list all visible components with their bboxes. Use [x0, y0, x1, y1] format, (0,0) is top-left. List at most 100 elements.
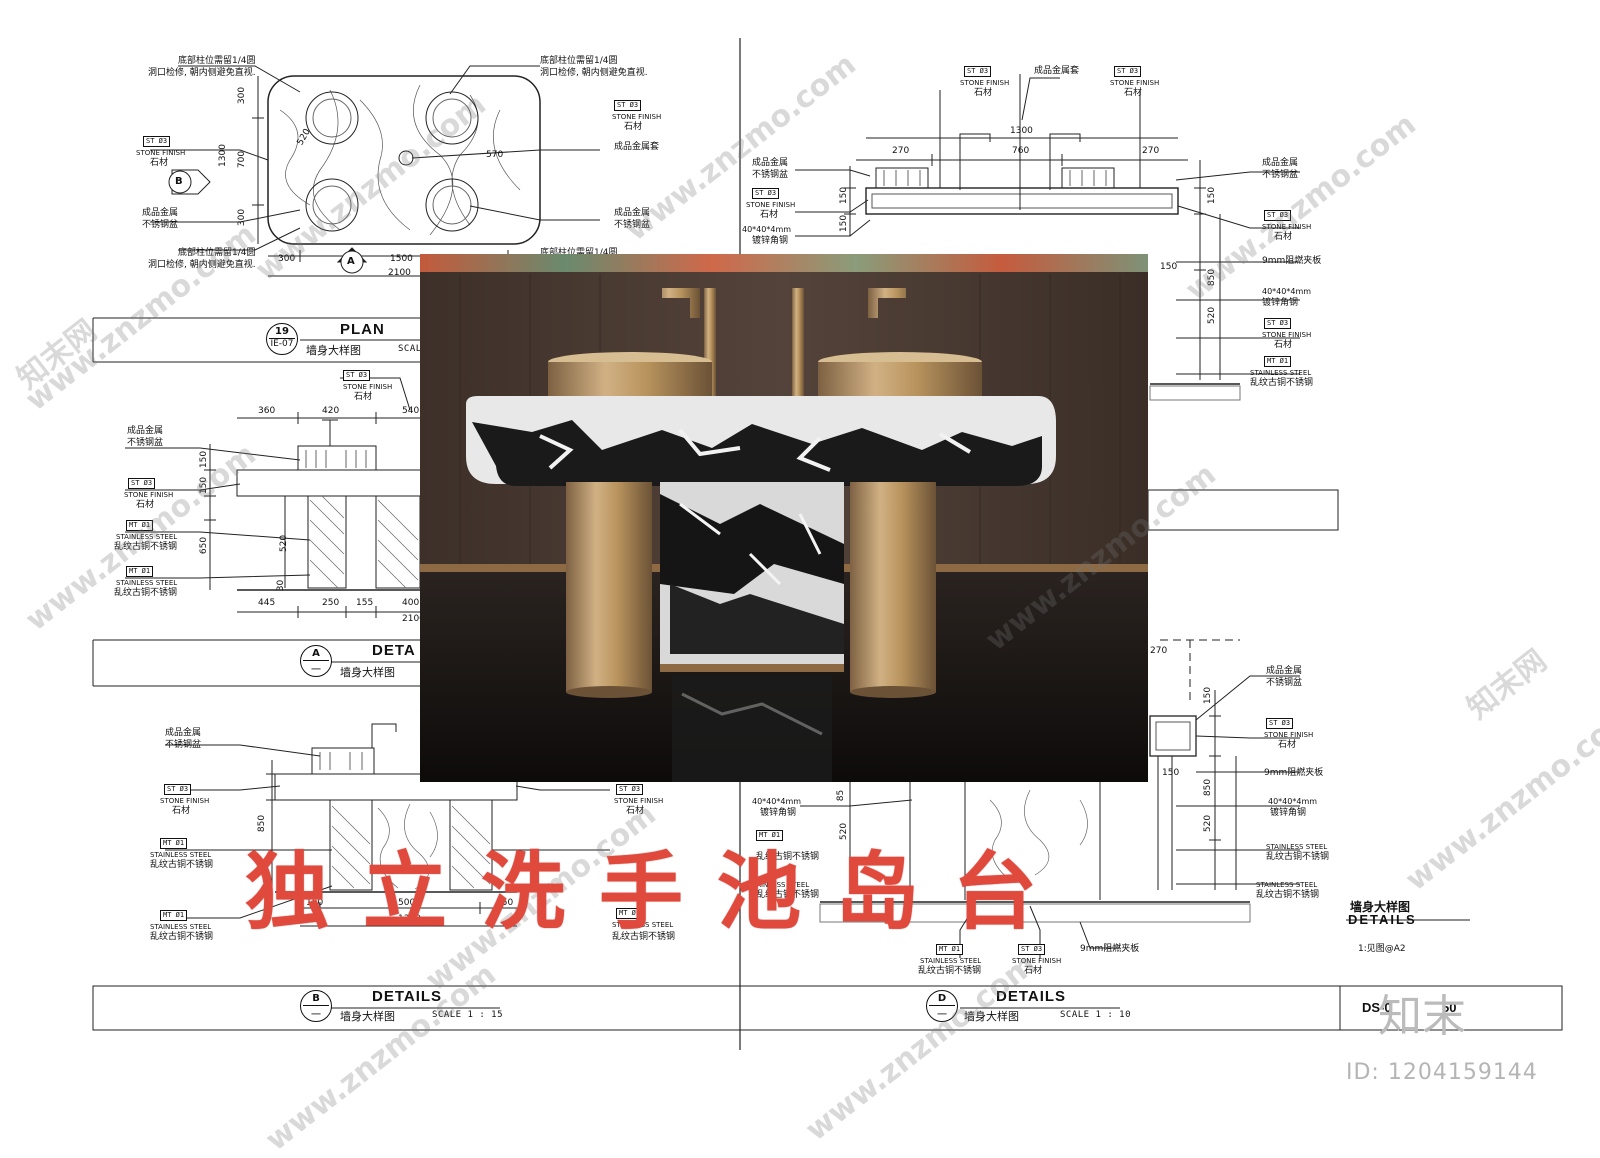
c-stone-cn-r2: 石材	[1274, 340, 1293, 350]
product-photo	[420, 254, 1148, 782]
c-dim-side-2: 150	[839, 214, 850, 233]
c-metal-fitting: 成品金属套	[1034, 66, 1080, 76]
a-dim-bottom-4: 400	[402, 598, 420, 608]
d-metal-code-l1: MT Ø1	[756, 830, 784, 841]
c-stone-cn-l: 石材	[760, 210, 779, 220]
a-steel-en-2: STAINLESS STEEL	[116, 579, 178, 587]
d-angle-steel-r2: 镀锌角钢	[1270, 808, 1307, 818]
d-steel-en-r2: STAINLESS STEEL	[1256, 881, 1318, 889]
c-dim-side-5: 520	[1207, 306, 1218, 325]
plan-dim-inner-2: 570	[486, 150, 504, 160]
b-steel-cn-2: 乱纹古铜不锈钢	[150, 932, 214, 942]
section-marker-b: B	[175, 176, 183, 187]
a-metal-code-2: MT Ø1	[126, 566, 154, 577]
d-steel-en-b: STAINLESS STEEL	[920, 957, 982, 965]
a-stone-code-top: ST Ø3	[343, 370, 371, 381]
a-dim-total: 2100	[402, 614, 425, 624]
a-dim-side-4: 520	[279, 534, 290, 553]
washbasin-render	[420, 254, 1148, 782]
plan-note-top-right-2: 洞口检修, 朝内侧避免直视.	[540, 68, 648, 78]
c-dim-top-1: 270	[892, 146, 910, 156]
b-steel-en-right: STAINLESS STEEL	[612, 921, 674, 929]
b-stone-en: STONE FINISH	[160, 797, 210, 805]
a-dim-bottom-3: 155	[356, 598, 374, 608]
c-stone-en-l: STONE FINISH	[746, 201, 796, 209]
plan-dim-h-total: 1300	[217, 144, 228, 167]
d-stone-cn-b: 石材	[1024, 966, 1043, 976]
plan-stone-code: ST Ø3	[143, 136, 171, 147]
c-stone-cn-1: 石材	[974, 88, 993, 98]
d-subtitle: 墙身大样图	[964, 1010, 1019, 1023]
c-metal-basin-l1: 成品金属	[752, 158, 789, 168]
a-ref: 一	[311, 665, 321, 676]
d-title: DETAILS	[996, 988, 1067, 1005]
section-marker-a: A	[347, 256, 355, 267]
d-angle-steel-l1: 40*40*4mm	[752, 797, 802, 806]
plan-scale: SCAL	[398, 344, 422, 354]
c-dim-side-1: 150	[839, 186, 850, 205]
plan-stone-en-right: STONE FINISH	[612, 113, 662, 121]
d-metal-code-b: MT Ø1	[936, 944, 964, 955]
c-stone-cn-r1: 石材	[1274, 232, 1293, 242]
b-stone-code-right: ST Ø3	[616, 784, 644, 795]
c-dim-side-3: 150	[1207, 186, 1218, 205]
b-steel-cn-right: 乱纹古铜不锈钢	[612, 932, 676, 942]
c-dim-small: 150	[1160, 262, 1178, 272]
plan-metal-basin-1: 成品金属	[142, 208, 179, 218]
b-metal-basin-1: 成品金属	[165, 728, 202, 738]
d-stone-code-b: ST Ø3	[1018, 944, 1046, 955]
d-steel-cn-l1: 乱纹古铜不锈钢	[756, 852, 820, 862]
plan-note-bottom-2: 洞口检修, 朝内侧避免直视.	[148, 260, 256, 270]
plan-stone-cn: 石材	[150, 158, 169, 168]
d-dim-side-4: 150	[1162, 768, 1180, 778]
d-metal-basin-1: 成品金属	[1266, 666, 1303, 676]
a-metal-basin-2: 不锈钢盆	[127, 438, 164, 448]
d-dim-top: 270	[1150, 646, 1168, 656]
d-angle-steel-r1: 40*40*4mm	[1268, 797, 1318, 806]
a-title: DETA	[372, 642, 416, 659]
a-stone-en-top: STONE FINISH	[343, 383, 393, 391]
d-metal-basin-2: 不锈钢盆	[1266, 678, 1303, 688]
d-steel-cn-r2: 乱纹古铜不锈钢	[1256, 890, 1320, 900]
c-stone-cn-2: 石材	[1124, 88, 1143, 98]
plan-stone-code-right: ST Ø3	[614, 100, 642, 111]
d-steel-en-r1: STAINLESS STEEL	[1266, 843, 1328, 851]
headline-title: 独立洗手池岛台	[245, 842, 1072, 941]
b-ref: 一	[311, 1010, 321, 1021]
plan-number: 19	[275, 326, 289, 337]
c-stone-code-r1: ST Ø3	[1264, 210, 1292, 221]
b-title-circle: B 一	[300, 990, 332, 1022]
plan-stone-en: STONE FINISH	[136, 149, 186, 157]
b-metal-basin-2: 不锈钢盆	[165, 740, 202, 750]
c-steel-cn-r: 乱纹古铜不锈钢	[1250, 378, 1314, 388]
c-metal-code-r: MT Ø1	[1264, 356, 1292, 367]
a-dim-top-2: 420	[322, 406, 340, 416]
a-title-circle: A 一	[300, 645, 332, 677]
c-angle-steel-l2: 镀锌角钢	[752, 236, 789, 246]
plan-ref: IE-07	[270, 339, 294, 349]
c-metal-basin-l2: 不锈钢盆	[752, 170, 789, 180]
d-stone-code: ST Ø3	[1266, 718, 1294, 729]
plan-note-top-right-1: 底部柱位需留1/4圆	[540, 56, 618, 66]
a-dim-bottom-2: 250	[322, 598, 340, 608]
plan-dim-h-1: 300	[237, 86, 248, 105]
d-dim-side-1: 150	[1203, 686, 1214, 705]
c-dim-top-3: 270	[1142, 146, 1160, 156]
d-dim-side-2: 850	[1203, 778, 1214, 797]
d-stone-cn: 石材	[1278, 740, 1297, 750]
b-stone-code: ST Ø3	[164, 784, 192, 795]
a-stone-cn-top: 石材	[354, 392, 373, 402]
b-stone-cn-right: 石材	[626, 806, 645, 816]
d-steel-cn-b: 乱纹古铜不锈钢	[918, 966, 982, 976]
a-steel-cn-2: 乱纹古铜不锈钢	[114, 588, 178, 598]
a-metal-basin-1: 成品金属	[127, 426, 164, 436]
d-steel-en-l2: STAINLESS STEEL	[748, 881, 810, 889]
plan-metal-basin-right-1: 成品金属	[614, 208, 651, 218]
c-stone-en-r1: STONE FINISH	[1262, 223, 1312, 231]
c-metal-basin-r2: 不锈钢盆	[1262, 170, 1299, 180]
plan-dim-w-total: 2100	[388, 268, 411, 278]
a-dim-top-1: 360	[258, 406, 276, 416]
c-stone-en-r2: STONE FINISH	[1262, 331, 1312, 339]
d-dim-side-5: 85	[836, 789, 847, 802]
a-steel-cn-1: 乱纹古铜不锈钢	[114, 542, 178, 552]
